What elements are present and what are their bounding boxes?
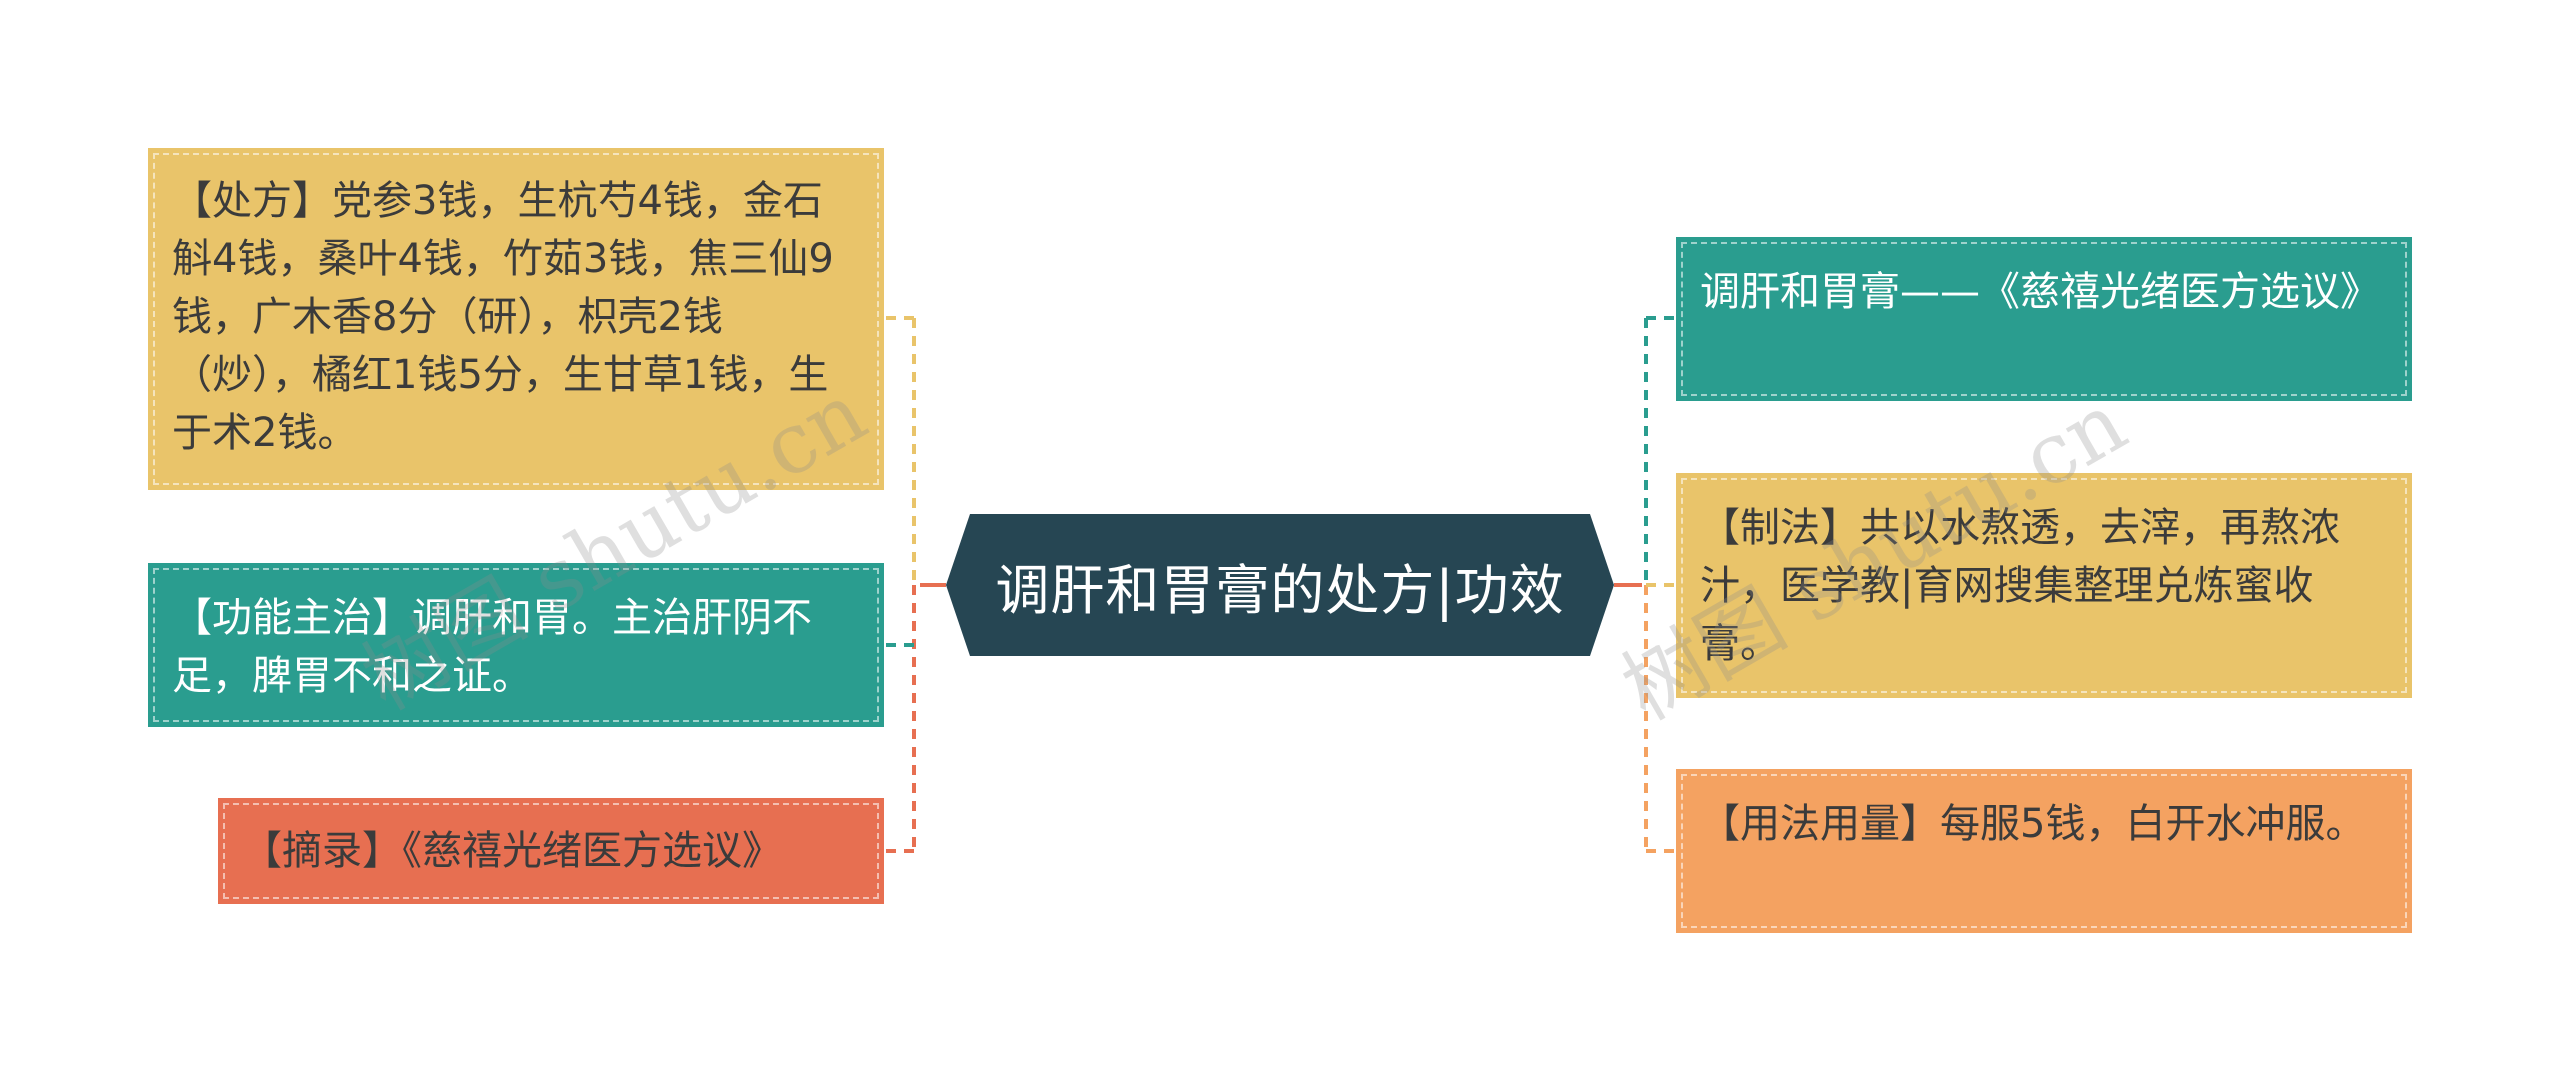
node-usage[interactable]: 【用法用量】每服5钱，白开水冲服。	[1676, 769, 2412, 933]
node-title[interactable]: 调肝和胃膏——《慈禧光绪医方选议》	[1676, 237, 2412, 401]
usage-text: 【用法用量】每服5钱，白开水冲服。	[1700, 801, 2366, 847]
excerpt-text: 【摘录】《慈禧光绪医方选议》	[242, 828, 782, 874]
prescription-text: 【处方】党参3钱，生杭芍4钱，金石斛4钱，桑叶4钱，竹茹3钱，焦三仙9钱，广木香…	[172, 178, 834, 456]
title-text: 调肝和胃膏——《慈禧光绪医方选议》	[1700, 269, 2380, 315]
node-excerpt[interactable]: 【摘录】《慈禧光绪医方选议》	[218, 798, 884, 904]
node-function[interactable]: 【功能主治】调肝和胃。主治肝阴不足，脾胃不和之证。	[148, 563, 884, 727]
method-text: 【制法】共以水熬透，去滓，再熬浓汁，医学教|育网搜集整理兑炼蜜收膏。	[1700, 505, 2340, 667]
function-text: 【功能主治】调肝和胃。主治肝阴不足，脾胃不和之证。	[172, 595, 812, 699]
node-prescription[interactable]: 【处方】党参3钱，生杭芍4钱，金石斛4钱，桑叶4钱，竹茹3钱，焦三仙9钱，广木香…	[148, 148, 884, 490]
node-method[interactable]: 【制法】共以水熬透，去滓，再熬浓汁，医学教|育网搜集整理兑炼蜜收膏。	[1676, 473, 2412, 698]
central-topic[interactable]: 调肝和胃膏的处方|功效	[946, 514, 1614, 656]
central-topic-label: 调肝和胃膏的处方|功效	[995, 558, 1565, 622]
